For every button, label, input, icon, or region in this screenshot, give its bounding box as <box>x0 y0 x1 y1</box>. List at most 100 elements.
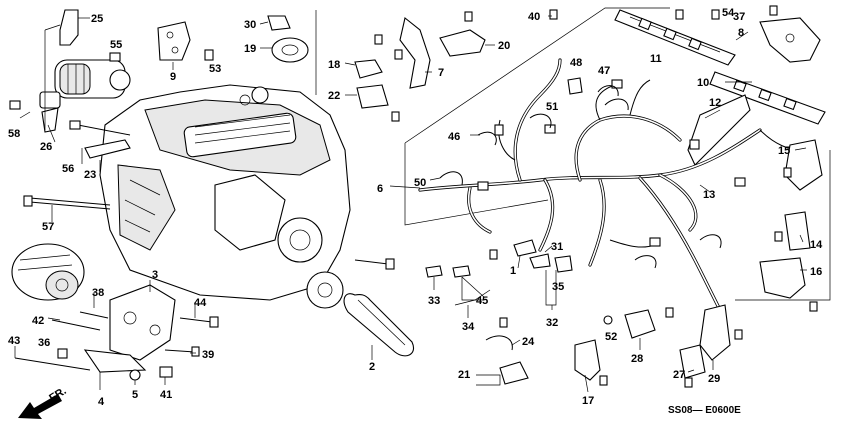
callout-36: 36 <box>38 337 50 349</box>
callout-41: 41 <box>160 389 172 401</box>
callout-55: 55 <box>110 39 122 51</box>
callout-27: 27 <box>673 369 685 381</box>
callout-23: 23 <box>84 169 96 181</box>
harness-bracket-25 <box>59 9 79 46</box>
drive-belt <box>343 293 414 357</box>
washer-52 <box>603 315 613 325</box>
callout-44: 44 <box>194 297 207 309</box>
callout-54: 54 <box>722 7 735 19</box>
callout-37: 37 <box>733 11 745 23</box>
bracket-15 <box>784 139 823 191</box>
callout-1: 1 <box>510 265 516 277</box>
callout-45: 45 <box>476 295 488 307</box>
bracket-14 <box>784 211 811 251</box>
callout-13: 13 <box>703 189 715 201</box>
starter-bracket-26 <box>41 107 59 133</box>
engine-assembly <box>99 84 351 309</box>
clip-47 <box>597 85 619 97</box>
callout-25: 25 <box>91 13 103 25</box>
clip-48 <box>567 77 583 95</box>
bolt-42 <box>51 319 101 331</box>
callout-29: 29 <box>708 373 720 385</box>
callout-7: 7 <box>438 67 444 79</box>
bracket-7 <box>399 17 431 89</box>
callout-15: 15 <box>778 145 790 157</box>
bracket-21 <box>499 361 529 385</box>
leader-lines <box>14 15 807 393</box>
callout-3: 3 <box>152 269 158 281</box>
bolt-43 <box>14 357 91 371</box>
callout-5: 5 <box>132 389 138 401</box>
callout-17: 17 <box>582 395 594 407</box>
callout-11: 11 <box>650 53 662 65</box>
callout-46: 46 <box>448 131 460 143</box>
bracket-29 <box>699 304 731 361</box>
callout-40: 40 <box>528 11 540 23</box>
sensor-33 <box>425 265 443 278</box>
alternator <box>11 243 85 301</box>
clip-24 <box>485 335 513 351</box>
clip-19 <box>271 37 309 63</box>
callout-14: 14 <box>810 239 823 251</box>
bracket-18 <box>354 59 383 79</box>
callout-22: 22 <box>328 90 340 102</box>
callout-51: 51 <box>546 101 558 113</box>
injector-harness-10 <box>709 71 826 125</box>
bolt-39 <box>164 346 200 357</box>
bolt-icons <box>9 5 818 388</box>
callout-35: 35 <box>552 281 564 293</box>
callout-53: 53 <box>209 63 221 75</box>
callout-33: 33 <box>428 295 440 307</box>
callout-18: 18 <box>328 59 340 71</box>
sensor-45 <box>452 265 471 278</box>
bolt-57 <box>23 195 111 210</box>
clip-46 <box>477 131 497 146</box>
callout-56: 56 <box>62 163 74 175</box>
callout-8: 8 <box>738 27 744 39</box>
sensor-31 <box>529 253 551 269</box>
harness-cover-20 <box>439 29 486 57</box>
callout-32: 32 <box>546 317 558 329</box>
callout-28: 28 <box>631 353 643 365</box>
diagram-code: SS08— E0600E <box>668 405 741 416</box>
clip-51-bottom <box>634 255 657 269</box>
callout-39: 39 <box>202 349 214 361</box>
cover-12 <box>687 94 751 166</box>
washer-5 <box>129 369 141 381</box>
bracket-22 <box>356 84 389 109</box>
callout-50: 50 <box>414 177 426 189</box>
callout-9: 9 <box>170 71 176 83</box>
bracket-9 <box>157 21 191 61</box>
callout-10: 10 <box>697 77 709 89</box>
callout-57: 57 <box>42 221 54 233</box>
bracket-27 <box>679 344 706 379</box>
clip-50-right <box>699 234 722 249</box>
callout-58: 58 <box>8 128 20 140</box>
injector-harness-11 <box>614 9 736 66</box>
engine-wire-harness <box>418 58 801 312</box>
nut-36 <box>57 348 68 359</box>
clip-51-top <box>529 113 552 129</box>
callout-19: 19 <box>244 43 256 55</box>
stay-23 <box>84 139 131 159</box>
callout-52: 52 <box>605 331 617 343</box>
bracket-28 <box>624 309 656 339</box>
callout-6: 6 <box>377 183 383 195</box>
callout-42: 42 <box>32 315 44 327</box>
bracket-8 <box>759 17 821 63</box>
bolt-56-right <box>354 258 395 270</box>
callout-43: 43 <box>8 335 20 347</box>
alternator-bracket <box>83 284 176 373</box>
callout-2: 2 <box>369 361 375 373</box>
clip-50-left <box>439 171 463 186</box>
nut-41 <box>159 366 173 378</box>
bracket-17 <box>574 339 601 381</box>
adjust-bolt-38 <box>79 311 109 319</box>
callout-12: 12 <box>709 97 721 109</box>
bolt-56-left <box>69 120 131 136</box>
bolt-44 <box>179 316 219 328</box>
callout-16: 16 <box>810 266 822 278</box>
callout-38: 38 <box>92 287 104 299</box>
